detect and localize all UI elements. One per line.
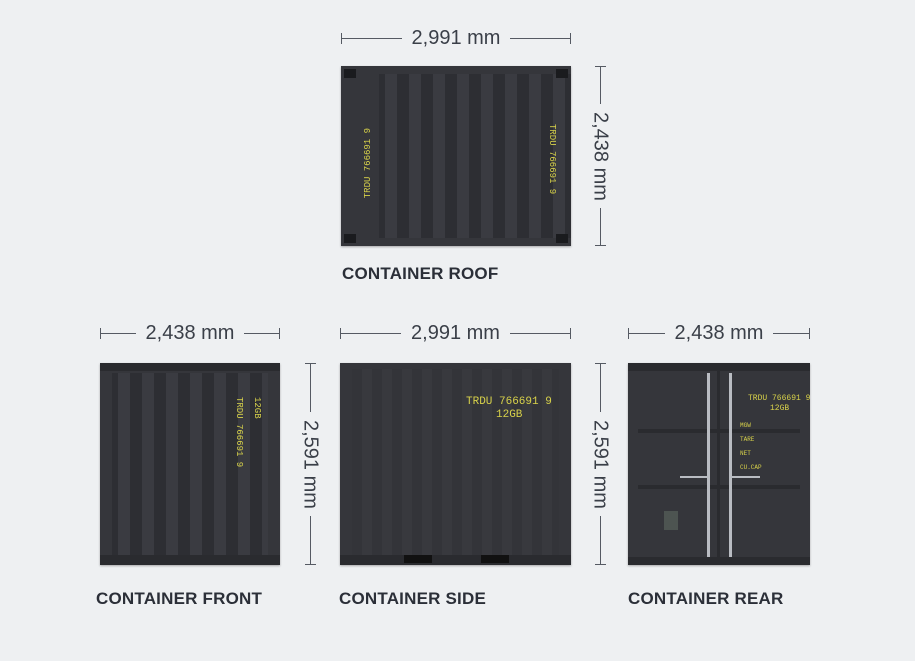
rear-plate-row: CU.CAP	[740, 464, 762, 471]
front-width-label: 2,438 mm	[145, 321, 235, 344]
front-marking-id: TRDU 766691 9	[234, 397, 244, 468]
rear-marking-code: 12GB	[770, 404, 790, 413]
side-height-dimension: 2,591 mm	[589, 363, 612, 565]
rear-marking-id: TRDU 766691 9	[748, 394, 811, 403]
roof-marking-left: TRDU 766691 9	[363, 128, 373, 199]
rear-plate-row: TARE	[740, 436, 755, 443]
front-height-dimension: 2,591 mm	[299, 363, 322, 565]
front-marking-code: 12GB	[252, 397, 262, 419]
side-width-dimension: 2,991 mm	[340, 321, 572, 344]
container-rear-image: TRDU 766691 9 12GB MGW TARE NET CU.CAP	[628, 363, 810, 565]
rear-plate-row: NET	[740, 450, 751, 457]
side-marking-code: 12GB	[496, 409, 523, 421]
roof-title: CONTAINER ROOF	[342, 264, 499, 283]
container-roof-image: TRDU 766691 9 TRDU 766691 9	[341, 66, 571, 246]
rear-title: CONTAINER REAR	[628, 589, 784, 608]
roof-marking-right: TRDU 766691 9	[547, 124, 557, 195]
container-front-image: TRDU 766691 9 12GB	[100, 363, 280, 565]
container-side-image: TRDU 766691 9 12GB	[340, 363, 571, 565]
rear-width-dimension: 2,438 mm	[628, 321, 810, 344]
front-height-label: 2,591 mm	[299, 419, 322, 509]
rear-width-label: 2,438 mm	[674, 321, 764, 344]
side-height-label: 2,591 mm	[589, 419, 612, 509]
roof-width-dimension: 2,991 mm	[341, 26, 571, 49]
side-title: CONTAINER SIDE	[339, 589, 486, 608]
side-marking-id: TRDU 766691 9	[466, 396, 552, 408]
roof-height-dimension: 2,438 mm	[589, 66, 612, 246]
side-width-label: 2,991 mm	[411, 321, 500, 344]
roof-width-label: 2,991 mm	[411, 26, 501, 49]
rear-plate-row: MGW	[740, 422, 751, 429]
front-width-dimension: 2,438 mm	[100, 321, 280, 344]
front-title: CONTAINER FRONT	[96, 589, 263, 608]
roof-height-label: 2,438 mm	[589, 111, 612, 201]
